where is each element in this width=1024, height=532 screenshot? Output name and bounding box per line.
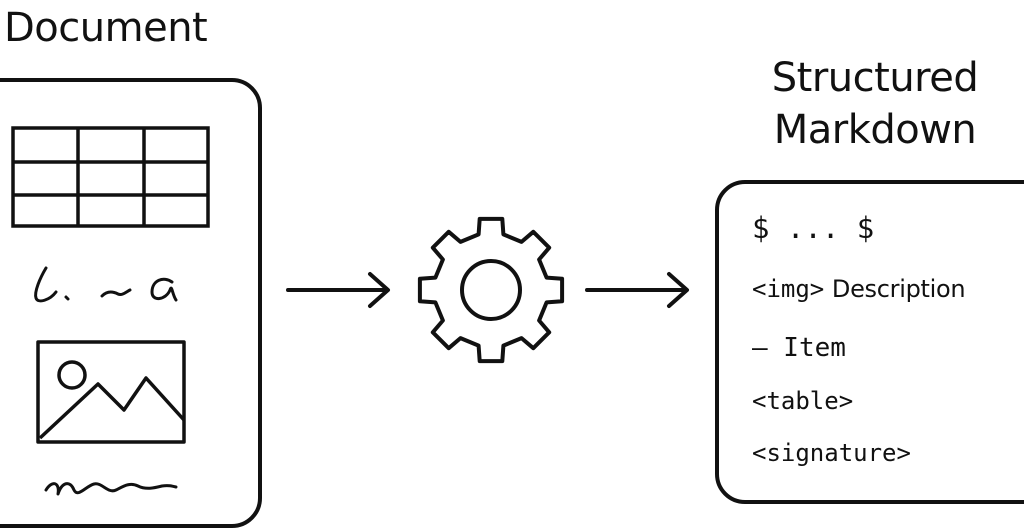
structured-markdown-label-line2: Markdown [773,107,977,153]
arrow-right-icon [585,272,689,308]
markdown-box [715,180,1024,504]
document-label: Document [4,5,208,51]
structured-markdown-label-line1: Structured [771,55,979,101]
image-icon [36,340,186,444]
img-description: Description [831,275,966,303]
gear-icon [417,216,565,364]
img-tag: <img> [752,275,825,303]
table-icon [11,126,210,228]
list-item-line: – Item [752,333,846,363]
signature-icon [44,482,178,496]
arrow-right-icon [286,272,390,308]
table-tag-line: <table> [752,387,854,415]
signature-tag-line: <signature> [752,439,911,467]
image-description-line: <img> Description [752,272,966,306]
handwriting-icon [34,266,178,303]
document-box [0,78,262,528]
structured-markdown-label: Structured Markdown [720,52,1024,156]
math-line: $ ... $ [752,211,875,245]
